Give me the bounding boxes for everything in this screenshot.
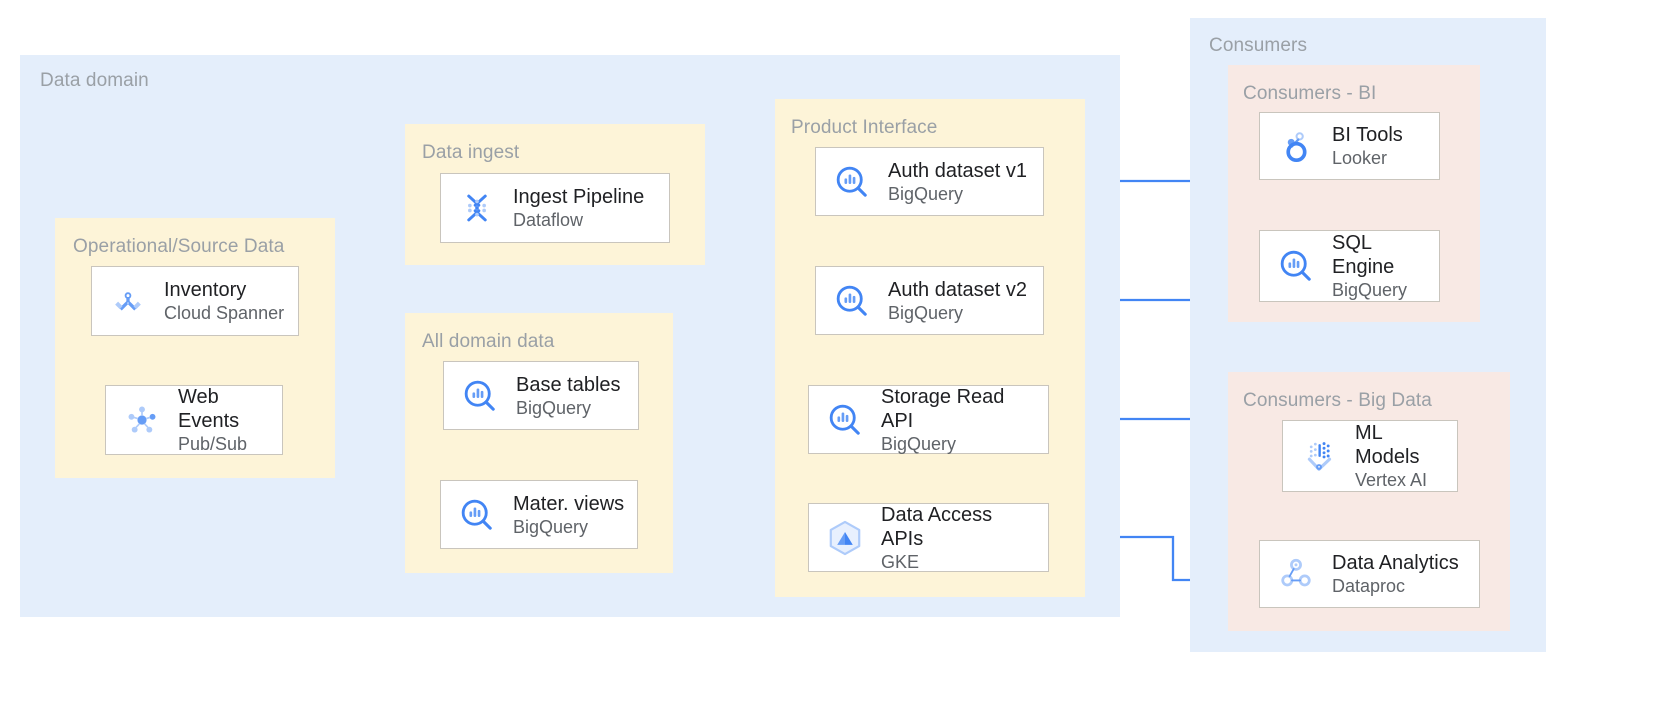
- group-all-domain-data-label: All domain data: [422, 331, 555, 352]
- cloud-spanner-icon: [102, 275, 154, 327]
- node-sql-engine[interactable]: SQL Engine BigQuery: [1259, 230, 1440, 302]
- node-title: Auth dataset v2: [888, 278, 1027, 301]
- gke-icon: [819, 512, 871, 564]
- node-title: Inventory: [164, 279, 247, 301]
- node-title: Data Access APIs: [881, 503, 993, 550]
- node-subtitle: Dataproc: [1332, 576, 1406, 596]
- group-data-ingest-label: Data ingest: [422, 142, 520, 163]
- node-web-events[interactable]: Web Events Pub/Sub: [105, 385, 283, 455]
- bigquery-icon: [451, 489, 503, 541]
- node-subtitle: GKE: [881, 551, 920, 572]
- node-subtitle: BigQuery: [516, 397, 592, 418]
- dataproc-icon: [1270, 548, 1322, 600]
- bigquery-icon: [826, 275, 878, 327]
- node-subtitle: BigQuery: [888, 302, 964, 323]
- node-subtitle: Cloud Spanner: [164, 303, 285, 323]
- node-subtitle: BigQuery: [513, 516, 589, 537]
- group-data-domain-label: Data domain: [40, 70, 149, 91]
- node-mater-views[interactable]: Mater. views BigQuery: [440, 480, 638, 549]
- bigquery-icon: [454, 370, 506, 422]
- node-title: Auth dataset v1: [888, 159, 1027, 182]
- node-title: BI Tools: [1332, 124, 1403, 146]
- node-ingest-pipeline[interactable]: Ingest Pipeline Dataflow: [440, 173, 670, 243]
- node-title: Data Analytics: [1332, 552, 1459, 574]
- node-subtitle: Dataflow: [513, 210, 584, 230]
- node-auth-dataset-v1[interactable]: Auth dataset v1 BigQuery: [815, 147, 1044, 216]
- dataflow-icon: [451, 182, 503, 234]
- group-consumers-big-data-label: Consumers - Big Data: [1243, 390, 1432, 411]
- node-subtitle: Vertex AI: [1355, 470, 1428, 490]
- node-title: Web Events: [178, 386, 240, 432]
- bigquery-icon: [1270, 240, 1322, 292]
- bigquery-icon: [826, 156, 878, 208]
- group-product-interface-label: Product Interface: [791, 117, 938, 138]
- pubsub-icon: [116, 394, 168, 446]
- group-consumers-bi-label: Consumers - BI: [1243, 83, 1377, 104]
- node-title: Storage Read API: [881, 385, 1005, 432]
- looker-icon: [1270, 120, 1322, 172]
- node-title: Mater. views: [513, 492, 625, 515]
- node-inventory[interactable]: Inventory Cloud Spanner: [91, 266, 299, 336]
- node-subtitle: BigQuery: [881, 433, 957, 454]
- group-operational-source-label: Operational/Source Data: [73, 236, 285, 257]
- node-data-analytics[interactable]: Data Analytics Dataproc: [1259, 540, 1480, 608]
- node-bi-tools[interactable]: BI Tools Looker: [1259, 112, 1440, 180]
- node-data-access-apis[interactable]: Data Access APIs GKE: [808, 503, 1049, 572]
- node-subtitle: Pub/Sub: [178, 434, 248, 454]
- node-subtitle: BigQuery: [888, 183, 964, 204]
- node-auth-dataset-v2[interactable]: Auth dataset v2 BigQuery: [815, 266, 1044, 335]
- node-ml-models[interactable]: ML Models Vertex AI: [1282, 420, 1458, 492]
- group-consumers-label: Consumers: [1209, 35, 1308, 56]
- node-title: ML Models: [1355, 422, 1420, 468]
- node-base-tables[interactable]: Base tables BigQuery: [443, 361, 639, 430]
- node-storage-read-api[interactable]: Storage Read API BigQuery: [808, 385, 1049, 454]
- node-title: Base tables: [516, 373, 621, 396]
- node-subtitle: BigQuery: [1332, 280, 1408, 300]
- node-subtitle: Looker: [1332, 148, 1388, 168]
- bigquery-icon: [819, 394, 871, 446]
- node-title: SQL Engine: [1332, 232, 1395, 278]
- vertex-ai-icon: [1293, 430, 1345, 482]
- node-title: Ingest Pipeline: [513, 186, 645, 208]
